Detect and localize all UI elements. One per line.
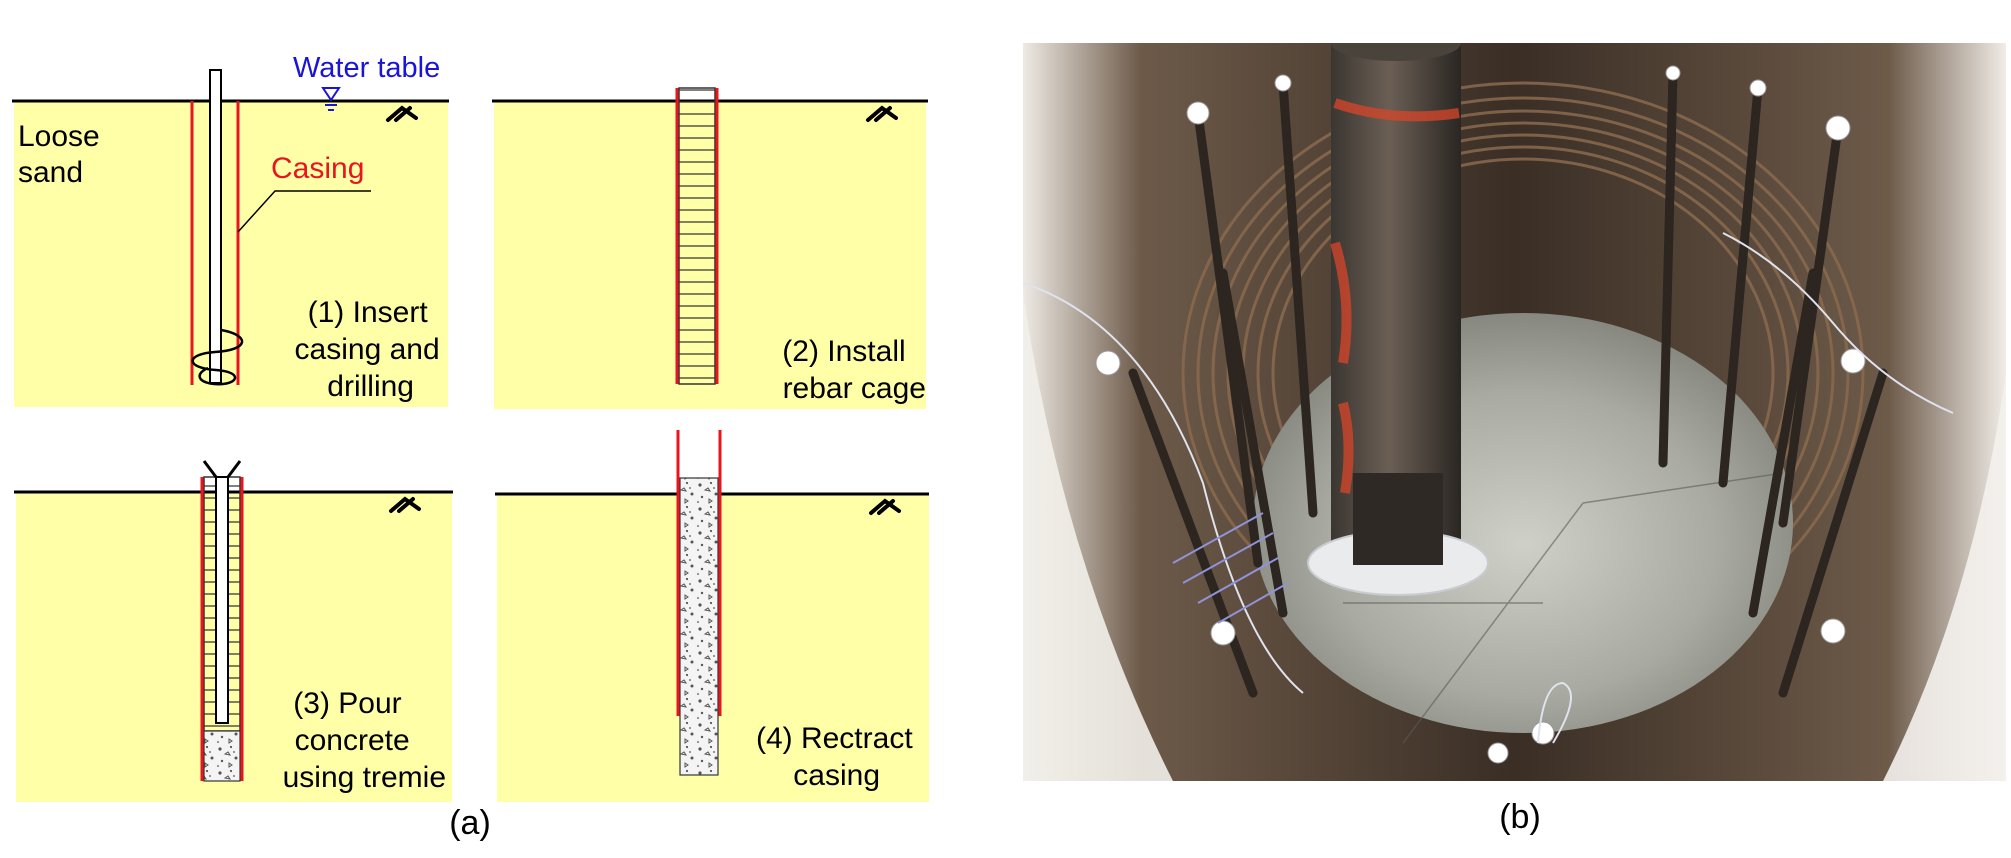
rebar-caps [1095, 65, 1866, 764]
panel-a-caption: (a) [449, 804, 491, 842]
step-1-panel: Water table Loose sand Casing (1) Insert… [12, 52, 449, 407]
ground-hatch-icon [869, 498, 901, 515]
instrument-wires-blue [1172, 512, 1289, 624]
pile-base [1353, 473, 1443, 565]
casing-label: Casing [271, 152, 364, 185]
rebar-cage [678, 87, 716, 385]
bright-rim-left [1023, 293, 1173, 781]
tremie-pipe [215, 476, 229, 724]
concrete-fill [203, 730, 241, 782]
ground-hatch-icon [389, 496, 421, 513]
water-table-label: Water table [293, 52, 440, 84]
construction-steps-diagram: Water table Loose sand Casing (1) Insert… [12, 52, 929, 842]
ground-hatch-icon [386, 105, 418, 122]
casing-leader-line [237, 190, 371, 233]
soil-label: Loose sand [18, 120, 108, 189]
auger-icon [191, 328, 244, 386]
drill-rod [209, 69, 222, 384]
step-2-panel: (2) Install rebar cage [492, 87, 928, 409]
pile-top [1331, 43, 1461, 61]
soil-block [14, 101, 448, 407]
pile-red-markings [1330, 98, 1460, 494]
step-1-label: (1) Insert casing and drilling [295, 296, 448, 403]
ground-hatch-icon [866, 105, 898, 122]
step-3-panel: (3) Pour concrete using tremie [14, 460, 453, 802]
concrete-column [679, 477, 719, 776]
step-3-label: (3) Pour concrete using tremie [283, 687, 446, 794]
bright-rim-right [1883, 373, 2006, 781]
instrument-wires [1023, 232, 1954, 744]
step-4-panel: (4) Rectract casing [495, 430, 929, 802]
step-2-label: (2) Install rebar cage [782, 335, 926, 405]
water-table-icon [321, 87, 341, 111]
excavation-photo [1023, 43, 2006, 781]
floor-cracks [1343, 472, 1784, 744]
panel-b-caption: (b) [1499, 798, 1541, 836]
step-4-label: (4) Rectract casing [756, 722, 921, 792]
tremie-hopper-icon [202, 460, 242, 478]
